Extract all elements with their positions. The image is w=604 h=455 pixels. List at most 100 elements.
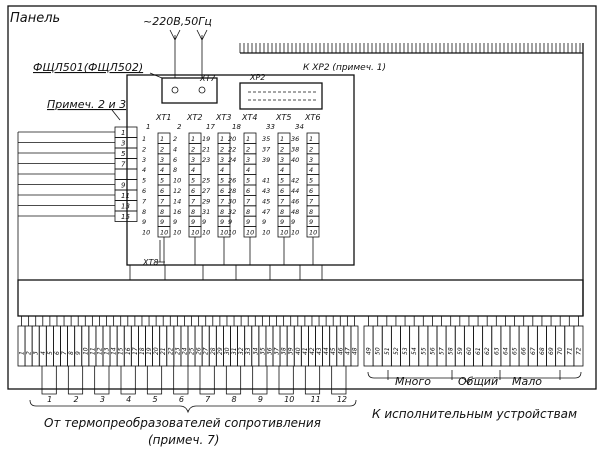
bottom-terminal-number: 4 [40, 351, 47, 355]
wire-number: 12 [173, 187, 181, 195]
wire-number: 38 [291, 145, 299, 153]
bottom-terminal-number: 34 [252, 347, 259, 355]
group-label-mnogo: Много [395, 375, 431, 388]
wire-number: 21 [202, 145, 210, 153]
wire-number: 40 [291, 156, 299, 164]
bottom-terminal [145, 325, 153, 367]
terminal-number: 6 [220, 187, 224, 195]
bottom-terminal [67, 325, 76, 367]
terminal-top-number: 18 [232, 123, 241, 131]
left-strip-cell [114, 168, 138, 180]
left-brace [29, 399, 357, 414]
wire-number: 9 [142, 218, 146, 226]
terminal-number: 8 [246, 208, 250, 216]
bottom-terminal [272, 325, 281, 367]
bottom-terminal-number: 58 [448, 347, 455, 355]
sensor-group-number: 5 [153, 395, 158, 404]
wire-number: 7 [142, 197, 147, 205]
bottom-terminal [244, 325, 253, 367]
bottom-terminal [173, 325, 182, 367]
left-strip-cell [114, 158, 138, 170]
bottom-terminal-number: 72 [575, 347, 582, 355]
bottom-terminal [180, 325, 189, 367]
terminal-number: 6 [191, 187, 195, 195]
wire-number: 23 [202, 156, 210, 164]
bottom-terminal [381, 325, 392, 367]
bottom-terminal [473, 325, 484, 367]
wire-number: 10 [228, 229, 236, 237]
bottom-terminal [74, 325, 83, 367]
bottom-terminal [95, 325, 104, 367]
bottom-terminal [315, 325, 323, 367]
bottom-terminal-number: 66 [521, 347, 528, 355]
terminal-number: 9 [160, 218, 164, 226]
bottom-terminal [293, 325, 302, 367]
terminal-top-number: 2 [177, 123, 182, 131]
terminal-number: 1 [246, 135, 250, 143]
bottom-terminal [518, 325, 529, 367]
bottom-terminal-number: 8 [68, 351, 75, 355]
terminal-number: 10 [309, 229, 317, 237]
bottom-terminal-number: 15 [118, 347, 125, 355]
bottom-terminal [400, 325, 411, 367]
wire-number: 2 [173, 135, 177, 143]
terminal-number: 9 [246, 218, 250, 226]
cable-hatch [239, 43, 583, 54]
wire-number: 1 [142, 135, 146, 143]
xt7-label: ХТ7 [199, 74, 216, 83]
terminal-number: 2 [160, 145, 164, 153]
bottom-terminal-number: 46 [337, 347, 344, 355]
left-strip-number: 3 [121, 140, 125, 148]
bottom-terminal-number: 30 [224, 347, 231, 355]
terminal-number: 10 [280, 229, 288, 237]
bottom-terminal [258, 325, 267, 367]
terminal-number: 7 [309, 197, 314, 205]
sensor-group-number: 8 [232, 395, 237, 404]
bottom-terminal-number: 29 [217, 347, 224, 355]
bottom-terminal-number: 53 [402, 347, 409, 355]
wiring-harness [17, 265, 584, 317]
caption-right: К исполнительным устройствам [372, 407, 577, 421]
terminal-number: 5 [280, 177, 284, 185]
bottom-terminal-number: 28 [210, 347, 217, 355]
bottom-terminal-number: 43 [316, 347, 323, 355]
terminal-number: 2 [280, 145, 284, 153]
wire-number: 25 [202, 177, 210, 185]
bottom-terminal [329, 325, 338, 367]
caption-left-note: (примеч. 7) [148, 433, 219, 447]
bottom-terminal-number: 31 [231, 347, 238, 355]
sensor-group-number: 10 [284, 395, 294, 404]
terminal-number: 2 [246, 145, 250, 153]
bottom-terminal [491, 325, 502, 367]
sensor-group-number: 1 [47, 395, 52, 404]
terminal-number: 3 [309, 156, 313, 164]
bottom-terminal [116, 325, 125, 367]
wire-number: 27 [202, 187, 211, 195]
terminal-block-label: ХТ5 [275, 113, 291, 122]
bottom-terminal-number: 5 [47, 351, 54, 355]
bottom-terminal-number: 47 [344, 347, 351, 355]
bottom-terminal-number: 32 [238, 347, 245, 355]
wire-number: 31 [202, 208, 210, 216]
terminal-number: 9 [309, 218, 313, 226]
terminal-number: 1 [309, 135, 313, 143]
bottom-terminal-number: 56 [429, 347, 436, 355]
wire-number: 28 [228, 187, 236, 195]
terminal-top-number: 34 [295, 123, 304, 131]
terminal-number: 6 [280, 187, 284, 195]
bottom-terminal-number: 71 [566, 347, 573, 355]
bottom-terminal-number: 21 [160, 347, 167, 355]
left-strip-number: 13 [121, 203, 130, 211]
bottom-terminal-number: 40 [295, 347, 302, 355]
bottom-terminal [418, 325, 429, 367]
bottom-terminal [555, 325, 566, 367]
terminal-number: 7 [246, 197, 251, 205]
terminal-number: 4 [309, 166, 313, 174]
bottom-terminal [463, 325, 474, 367]
wire-number: 10 [173, 177, 181, 185]
sensor-group: 5 [146, 366, 163, 404]
sensor-group-number: 3 [100, 395, 105, 404]
